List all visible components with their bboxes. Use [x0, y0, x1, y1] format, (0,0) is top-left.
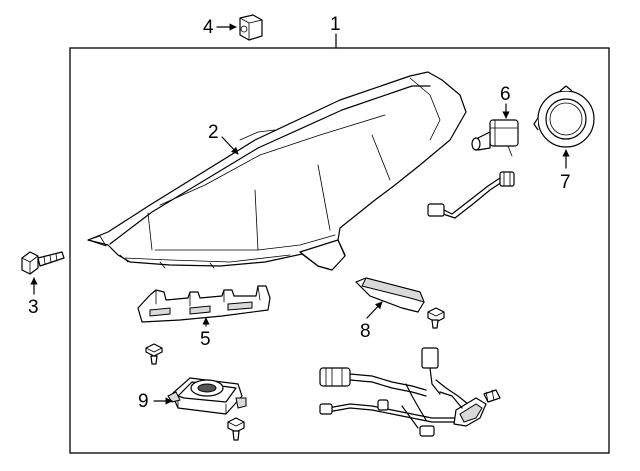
socket-wire-harness — [427, 171, 515, 219]
part-2-headlamp-housing — [87, 71, 467, 271]
part-7-cover-ring — [533, 85, 595, 148]
assembly-frame — [69, 47, 610, 454]
callout-6: 6 — [500, 84, 511, 105]
screw-trim — [427, 307, 445, 329]
screw-ballast — [227, 417, 245, 441]
part-4-clip — [239, 14, 263, 41]
callout-4: 4 — [203, 17, 214, 38]
screw-bracket — [145, 343, 163, 365]
callout-8: 8 — [360, 321, 371, 342]
callout-3: 3 — [28, 297, 39, 318]
part-3-bolt — [21, 251, 65, 275]
callout-9: 9 — [138, 391, 149, 412]
part-9-ballast-module — [167, 377, 247, 415]
callout-7: 7 — [560, 172, 571, 193]
part-6-bulb-socket — [471, 119, 519, 157]
part-8-trim-strip — [355, 277, 425, 313]
callout-2: 2 — [208, 122, 219, 143]
callout-1: 1 — [330, 14, 341, 35]
main-wiring-harness — [319, 347, 501, 437]
part-5-bracket — [137, 285, 271, 323]
leader-8 — [366, 301, 383, 319]
callout-5: 5 — [200, 329, 211, 350]
leader-2 — [221, 136, 239, 155]
